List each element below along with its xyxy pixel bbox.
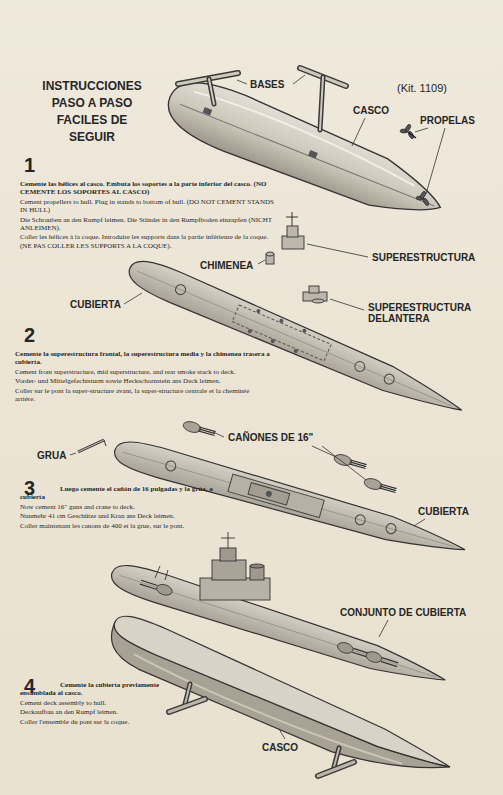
hull-drawing	[101, 609, 455, 795]
leader-line	[70, 432, 425, 526]
crane-drawing	[78, 440, 106, 452]
hull-drawing	[159, 69, 452, 235]
part-name: GRUA	[37, 450, 66, 461]
part-name: CONJUNTO DE CUBIERTA	[340, 607, 466, 618]
instruction-text: Coller l'ensemble du pont sur la coque.	[20, 718, 160, 726]
instruction-text: Coller sur le pont la super-structure av…	[15, 387, 270, 404]
kit-number: (Kit. 1109)	[397, 82, 447, 94]
instruction-text: Vorder- und Mittelgefechtsturm sowie Hec…	[15, 377, 270, 385]
part-name: CHIMENEA	[200, 260, 253, 271]
instruction-text: Cemente las hélices al casco. Embuta los…	[20, 180, 275, 197]
gun-drawing	[182, 420, 397, 496]
step-number: 4	[24, 676, 35, 696]
instruction-text: Cemente la cubierta previamente ensambla…	[20, 681, 160, 698]
part-name: CASCO	[262, 742, 298, 753]
propeller-drawing	[400, 124, 430, 207]
stand-drawing	[169, 684, 354, 776]
instruction-text: Luego cemente el cañón de 16 pulgadas y …	[20, 485, 230, 502]
instruction-text: Coller maintenant les canons de 400 et l…	[20, 522, 230, 530]
instruction-text: Now cement 16" guns and crane to deck.	[20, 503, 230, 511]
instruction-text: Nunmehr 41 cm Geschütze und Kran ans Dec…	[20, 512, 230, 520]
superstructure-drawing	[266, 212, 327, 303]
part-name: SUPERESTRUCTURA DELANTERA	[368, 302, 480, 324]
deck-drawing	[111, 436, 469, 565]
instruction-text: Coller les hélices à la coque. Introduir…	[20, 233, 275, 250]
instruction-text: Deckaufbau an den Rumpf leimen.	[20, 708, 160, 716]
part-name: CUBIERTA	[418, 506, 469, 517]
instruction-text-group: Cemente las hélices al casco. Embuta los…	[20, 180, 275, 251]
step-number: 1	[24, 155, 35, 175]
part-name: SUPERESTRUCTURA	[372, 252, 475, 263]
instruction-text-group: Cemente la cubierta previamente ensambla…	[20, 681, 160, 727]
instruction-text: Die Schrauben an den Rumpf leimen. Die S…	[20, 216, 275, 233]
instruction-text-group: Cemente la superestructura frontal, la s…	[15, 350, 270, 404]
instruction-text-group: Luego cemente el cañón de 16 pulgadas y …	[20, 485, 230, 531]
instruction-text: Cemente la superestructura frontal, la s…	[15, 350, 270, 367]
instruction-text: Cement front superstructure, mid superst…	[15, 368, 270, 376]
leader-line	[279, 620, 388, 739]
part-name: CUBIERTA	[70, 299, 121, 310]
part-name: PROPELAS	[420, 115, 475, 126]
instruction-text: Cement deck assembly to hull.	[20, 699, 160, 707]
leader-line	[124, 244, 368, 310]
stand-drawing	[178, 68, 346, 130]
step-number: 3	[24, 478, 35, 498]
step-number: 2	[24, 325, 35, 345]
part-name: CAÑONES DE 16"	[228, 432, 313, 443]
part-name: CASCO	[353, 105, 389, 116]
deck-drawing	[124, 253, 468, 425]
instruction-text: Cement propellers to hull. Plug in stand…	[20, 198, 275, 215]
sheet-title: INSTRUCCIONES PASO A PASO FACILES DE SEG…	[40, 78, 144, 146]
superstructure-drawing	[155, 532, 270, 600]
part-name: BASES	[250, 79, 284, 90]
